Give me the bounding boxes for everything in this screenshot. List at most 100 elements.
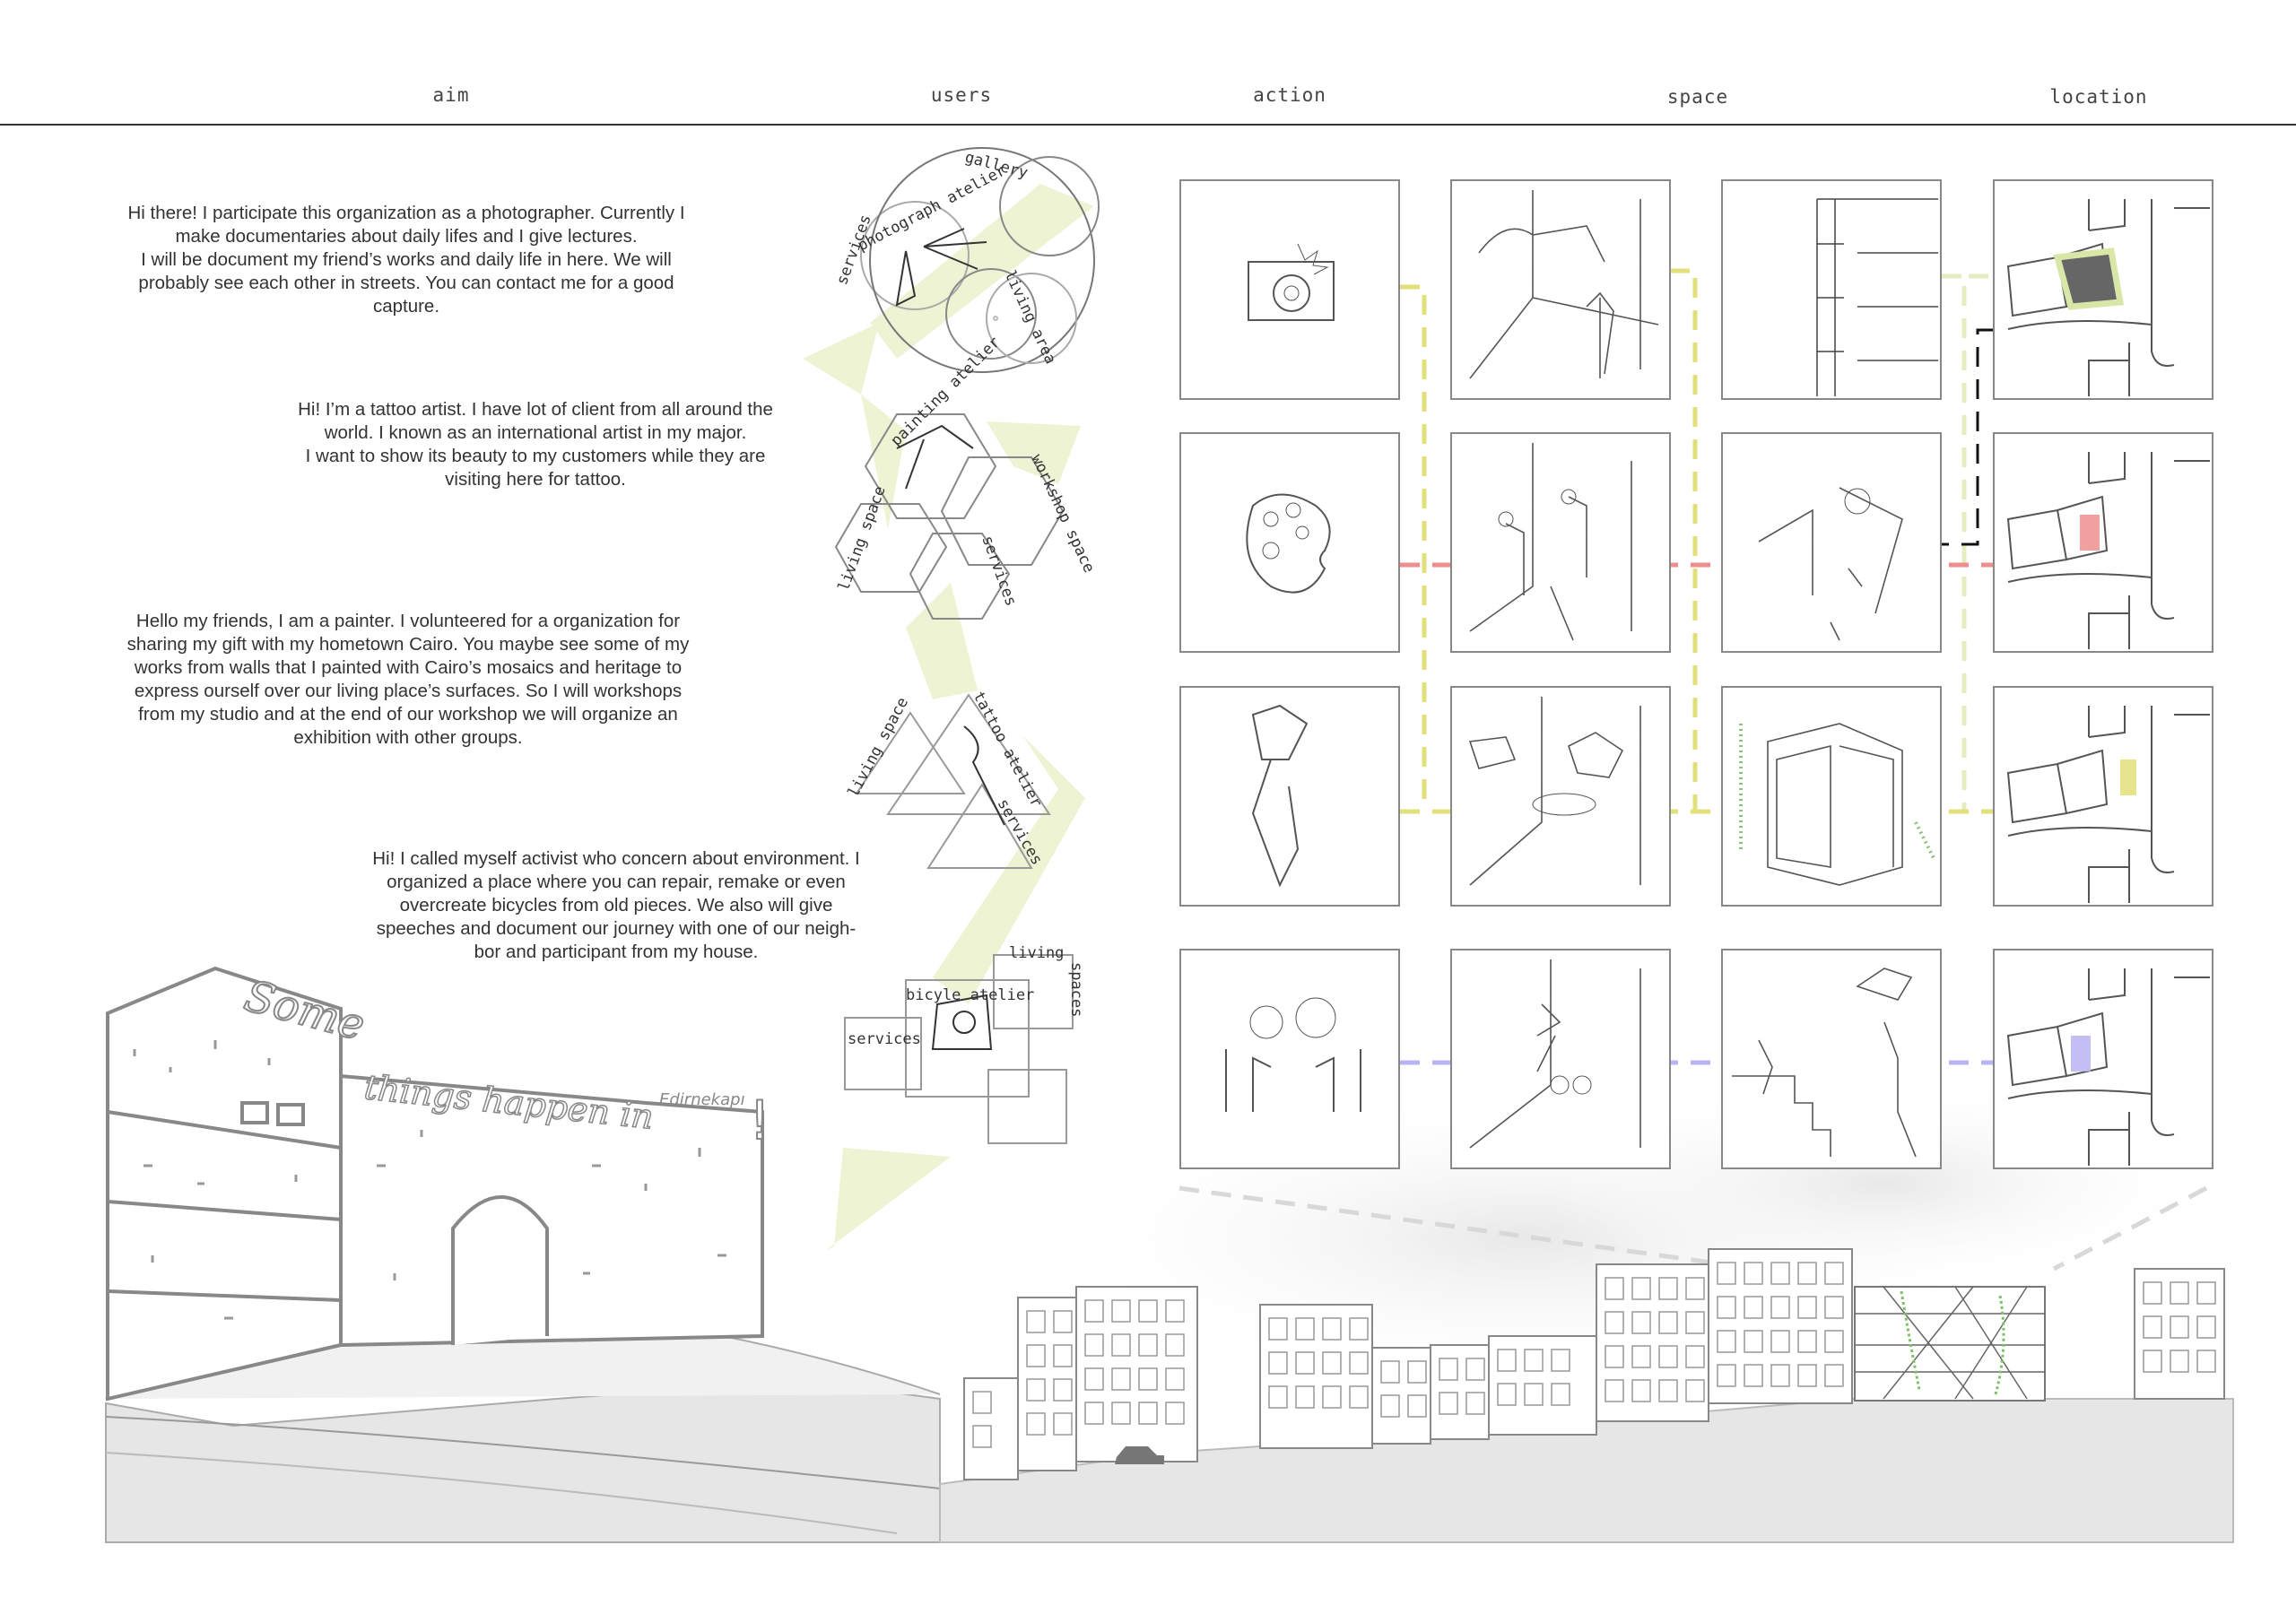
- window: [2196, 1315, 2216, 1339]
- link-line-yellow: [1400, 284, 1427, 812]
- window: [1165, 1367, 1185, 1391]
- window: [1770, 1330, 1790, 1353]
- window: [972, 1391, 992, 1414]
- header-divider: [0, 124, 2296, 126]
- window: [1053, 1412, 1073, 1436]
- window: [1465, 1358, 1485, 1381]
- link-line-green: [1942, 273, 1967, 812]
- building: [2134, 1268, 2225, 1400]
- window: [1295, 1385, 1315, 1409]
- window: [1111, 1402, 1131, 1425]
- window: [2143, 1315, 2162, 1339]
- panel-photographer-space: [1450, 179, 1671, 400]
- panel-painter-interior: [1721, 686, 1942, 907]
- link-line-yellow: [1670, 268, 1698, 812]
- building: [1430, 1344, 1490, 1440]
- window: [1824, 1296, 1844, 1319]
- panel-activist-interior: [1721, 949, 1942, 1169]
- building: [1259, 1304, 1373, 1449]
- window: [1138, 1367, 1158, 1391]
- window: [1053, 1310, 1073, 1333]
- building: [963, 1377, 1019, 1480]
- user-text-activist: Hi! I called myself activist who concern…: [372, 848, 860, 962]
- panel-sketch: [1251, 704, 1309, 888]
- window: [1322, 1317, 1342, 1341]
- window: [1685, 1345, 1705, 1368]
- window: [1658, 1379, 1678, 1402]
- window: [1824, 1364, 1844, 1387]
- window: [1824, 1330, 1844, 1353]
- window: [1084, 1367, 1104, 1391]
- panel-sketch: [1469, 443, 1632, 641]
- window: [1349, 1317, 1369, 1341]
- window: [2170, 1315, 2189, 1339]
- window: [1658, 1277, 1678, 1300]
- window: [1026, 1344, 1046, 1367]
- panel-sketch: [1816, 198, 1938, 396]
- window: [1026, 1310, 1046, 1333]
- window: [1138, 1333, 1158, 1357]
- window: [1824, 1262, 1844, 1285]
- window: [1084, 1299, 1104, 1323]
- window: [1295, 1351, 1315, 1375]
- panel-painter-action: [1179, 686, 1400, 907]
- panel-sketch: [1246, 493, 1331, 594]
- window: [1744, 1330, 1763, 1353]
- window: [1717, 1262, 1736, 1285]
- proposed-building: [1854, 1286, 2046, 1402]
- panel-sketch: [1469, 959, 1641, 1149]
- building: [1371, 1347, 1431, 1445]
- wall-texture: [133, 1040, 726, 1320]
- window: [1111, 1299, 1131, 1323]
- window: [1770, 1262, 1790, 1285]
- building: [1488, 1335, 1597, 1436]
- window: [1631, 1379, 1651, 1402]
- window: [1322, 1351, 1342, 1375]
- window: [1497, 1349, 1517, 1372]
- street-section-buildings: [963, 1248, 2225, 1480]
- window: [2196, 1281, 2216, 1305]
- panel-sketch: [1469, 190, 1659, 379]
- window: [1465, 1392, 1485, 1415]
- panel-tattoo-interior: [1721, 432, 1942, 653]
- building: [1596, 1263, 1709, 1422]
- window: [1717, 1330, 1736, 1353]
- window: [1084, 1402, 1104, 1425]
- window: [1349, 1351, 1369, 1375]
- window: [1268, 1317, 1288, 1341]
- window: [1797, 1296, 1817, 1319]
- window: [1551, 1349, 1570, 1372]
- panel-painter-space: [1450, 686, 1671, 907]
- window: [1744, 1364, 1763, 1387]
- window: [1685, 1277, 1705, 1300]
- window: [1407, 1394, 1427, 1418]
- window: [1744, 1296, 1763, 1319]
- panel-sketch: [1739, 723, 1935, 886]
- window: [972, 1425, 992, 1448]
- window: [1380, 1394, 1400, 1418]
- window: [2170, 1281, 2189, 1305]
- panel-photographer-interior: [1721, 179, 1942, 400]
- car-icon: [1115, 1446, 1164, 1464]
- panel-sketch: [2006, 968, 2210, 1166]
- column-header-users: users: [930, 84, 993, 106]
- window: [1084, 1333, 1104, 1357]
- green-zigzag: [803, 184, 1094, 1251]
- window: [1770, 1296, 1790, 1319]
- panel-activist-action: [1179, 949, 1400, 1169]
- window: [1165, 1333, 1185, 1357]
- window: [1524, 1349, 1544, 1372]
- panel-sketch: [1248, 243, 1335, 321]
- section-view-line: [2052, 1185, 2208, 1271]
- building: [1075, 1286, 1198, 1462]
- column-header-aim: aim: [432, 84, 470, 106]
- window: [2143, 1281, 2162, 1305]
- building: [1708, 1248, 1853, 1404]
- window: [1111, 1333, 1131, 1357]
- window: [1605, 1345, 1624, 1368]
- user-text-photographer: Hi there! I participate this organizatio…: [127, 203, 685, 317]
- window: [1797, 1364, 1817, 1387]
- link-line-black: [1942, 328, 1993, 546]
- window: [1407, 1360, 1427, 1384]
